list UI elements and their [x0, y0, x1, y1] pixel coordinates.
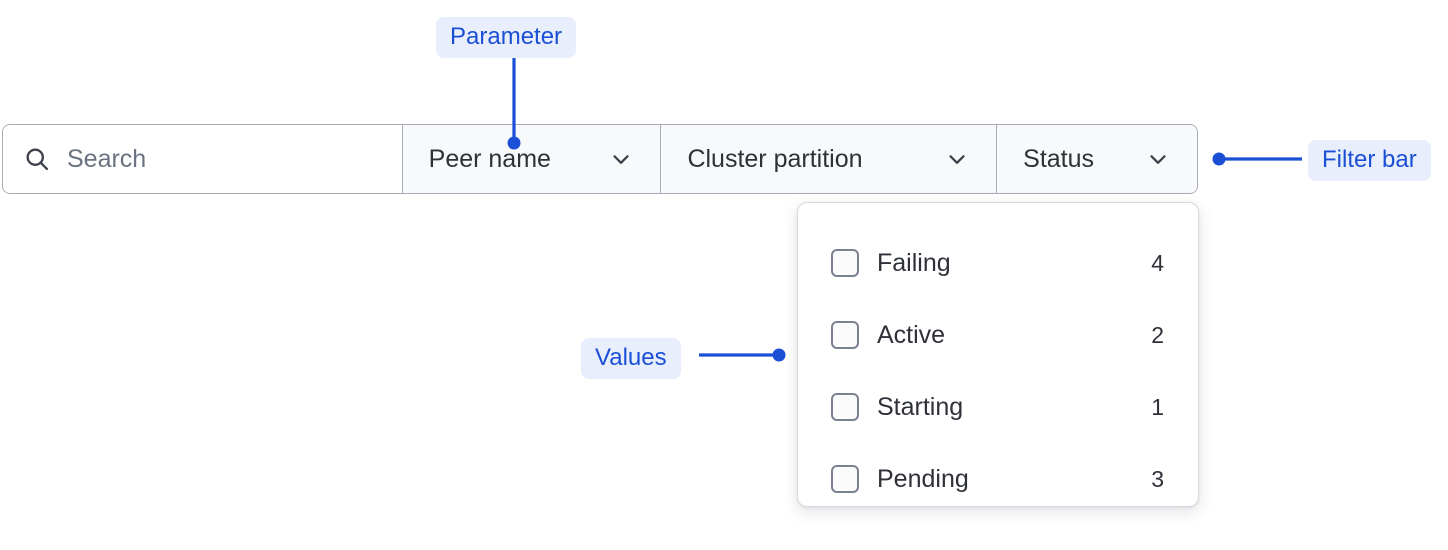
checkbox-starting[interactable]	[831, 393, 859, 421]
connector-dot-filter-bar	[1212, 152, 1226, 166]
dropdown-option-count: 3	[1151, 465, 1164, 492]
dropdown-option-label: Starting	[877, 392, 964, 421]
search-input[interactable]	[67, 144, 382, 174]
status-dropdown-panel: Failing 4 Active 2 Starting 1 Pending 3	[797, 202, 1199, 507]
chevron-down-icon	[1145, 146, 1171, 172]
dropdown-option-failing[interactable]: Failing 4	[831, 227, 1164, 299]
dropdown-option-count: 2	[1151, 321, 1164, 348]
chevron-down-icon	[944, 146, 970, 172]
filter-bar: Peer name Cluster partition Status	[2, 124, 1198, 194]
annotation-label-values: Values	[581, 338, 681, 380]
dropdown-option-active[interactable]: Active 2	[831, 299, 1164, 371]
dropdown-option-label: Pending	[877, 464, 969, 493]
filter-cluster-partition[interactable]: Cluster partition	[661, 125, 998, 193]
checkbox-active[interactable]	[831, 321, 859, 349]
filter-cluster-partition-label: Cluster partition	[687, 144, 863, 173]
dropdown-option-count: 4	[1151, 249, 1164, 276]
dropdown-option-label: Active	[877, 320, 946, 349]
checkbox-pending[interactable]	[831, 465, 859, 493]
search-field[interactable]	[3, 125, 403, 193]
dropdown-option-starting[interactable]: Starting 1	[831, 371, 1164, 443]
chevron-down-icon	[608, 146, 634, 172]
checkbox-failing[interactable]	[831, 249, 859, 277]
filter-status-label: Status	[1023, 144, 1095, 173]
annotation-label-filter-bar: Filter bar	[1308, 140, 1431, 182]
dropdown-option-pending[interactable]: Pending 3	[831, 443, 1164, 515]
dropdown-option-label: Failing	[877, 248, 951, 277]
filter-peer-name[interactable]: Peer name	[402, 125, 662, 193]
annotation-label-parameter: Parameter	[436, 17, 577, 59]
filter-peer-name-label: Peer name	[428, 144, 551, 173]
filter-status[interactable]: Status	[997, 125, 1197, 193]
connector-dot-values	[772, 348, 786, 362]
dropdown-option-count: 1	[1151, 393, 1164, 420]
search-icon	[23, 145, 51, 173]
